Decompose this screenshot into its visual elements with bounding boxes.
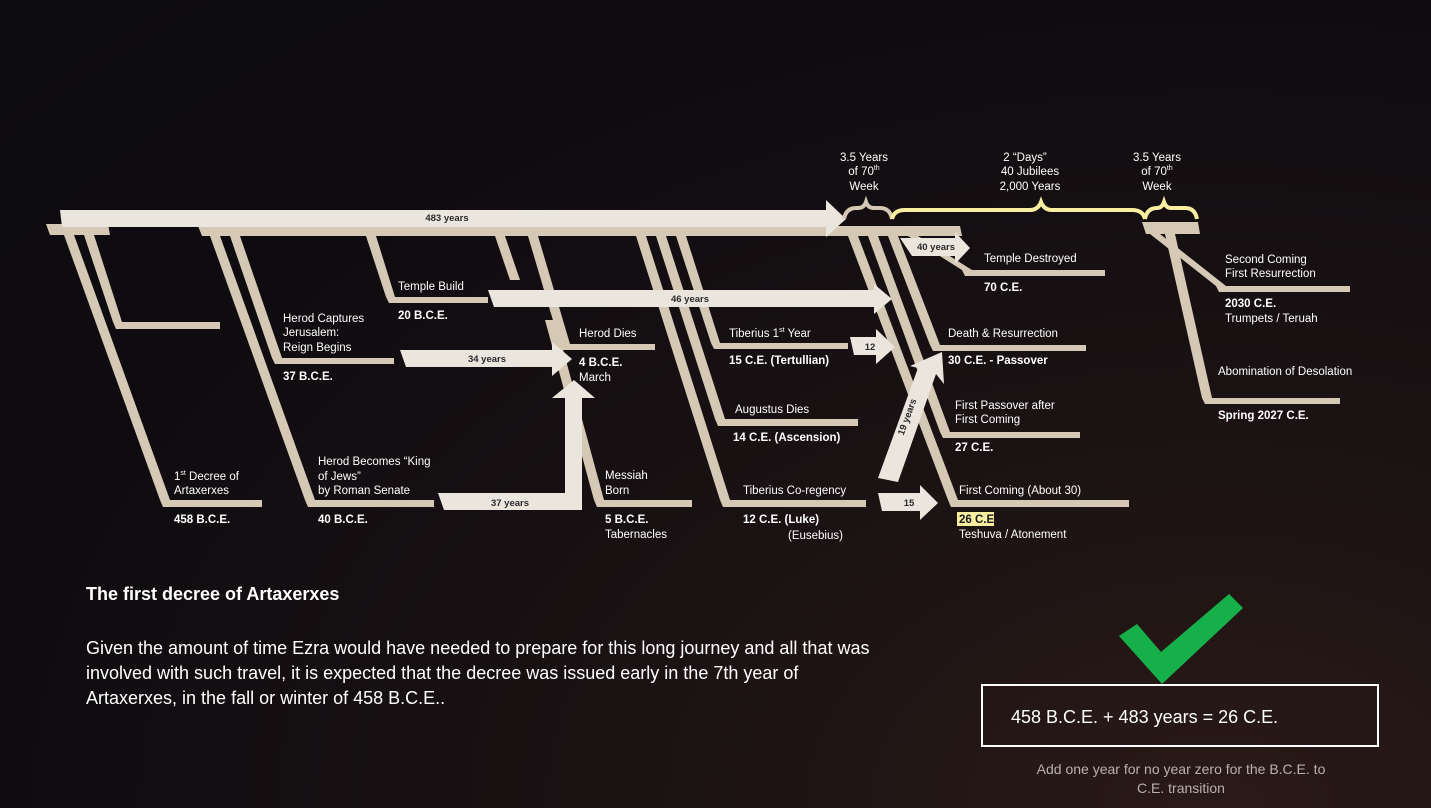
event-captures-label2: Jerusalem: bbox=[283, 327, 339, 339]
event-decree-sup: st bbox=[180, 470, 186, 477]
event-second-coming-label1: Second Coming bbox=[1225, 254, 1307, 266]
arrow-12 bbox=[850, 329, 895, 364]
year-zero-note: Add one year for no year zero for the B.… bbox=[1036, 761, 1326, 796]
bracket-left-line1: 3.5 Years bbox=[840, 152, 888, 164]
bracket-mid-line2: 40 Jubilees bbox=[1001, 166, 1059, 178]
event-passover-date: 27 C.E. bbox=[955, 442, 993, 454]
event-temple-build-label: Temple Build bbox=[398, 281, 464, 293]
event-first-coming-date: 26 C.E. bbox=[959, 514, 997, 526]
arrow-483-label: 483 years bbox=[425, 213, 468, 224]
explanation-paragraph: Given the amount of time Ezra would have… bbox=[86, 638, 870, 708]
bracket-left-sup: th bbox=[874, 165, 880, 172]
event-captures-label3: Reign Begins bbox=[283, 342, 352, 354]
event-passover-label2: First Coming bbox=[955, 414, 1020, 426]
event-herod-dies-label: Herod Dies bbox=[579, 328, 637, 340]
event-augustus-date: 14 C.E. (Ascension) bbox=[733, 432, 841, 444]
event-decree-label1: 1st Decree of bbox=[174, 470, 240, 483]
arrow-37-years bbox=[438, 380, 595, 510]
arrow-37-label: 37 years bbox=[491, 498, 529, 509]
checkmark-icon bbox=[1119, 594, 1243, 684]
bracket-3-5-left bbox=[842, 195, 894, 220]
event-messiah-label1: Messiah bbox=[605, 470, 648, 482]
bracket-right-line1: 3.5 Years bbox=[1133, 152, 1181, 164]
arrow-34-years bbox=[400, 342, 572, 376]
event-king-label3: by Roman Senate bbox=[318, 485, 410, 497]
section-heading: The first decree of Artaxerxes bbox=[86, 584, 340, 604]
bracket-2-days bbox=[890, 196, 1147, 220]
event-messiah-date: 5 B.C.E. bbox=[605, 514, 648, 526]
event-coregency-date2: (Eusebius) bbox=[788, 530, 843, 542]
event-coregency-date: 12 C.E. (Luke) bbox=[743, 514, 819, 526]
event-captures-label1: Herod Captures bbox=[283, 313, 364, 325]
arrow-46-label: 46 years bbox=[671, 294, 709, 305]
arrow-40-years bbox=[900, 232, 970, 264]
event-augustus-label: Augustus Dies bbox=[735, 404, 809, 416]
event-passover-label1: First Passover after bbox=[955, 400, 1055, 412]
bracket-left-line3: Week bbox=[849, 181, 878, 193]
event-decree-date: 458 B.C.E. bbox=[174, 514, 230, 526]
bracket-right-line2: of 70th bbox=[1141, 165, 1173, 178]
bracket-right-line3: Week bbox=[1142, 181, 1171, 193]
event-first-coming-date2: Teshuva / Atonement bbox=[959, 529, 1067, 541]
event-first-coming-label: First Coming (About 30) bbox=[959, 485, 1081, 497]
bracket-right-sup: th bbox=[1167, 165, 1173, 172]
event-messiah-label2: Born bbox=[605, 485, 629, 497]
event-tiberius-sup: st bbox=[779, 327, 785, 334]
event-first-coming-highlight bbox=[957, 512, 994, 526]
event-second-coming-date: 2030 C.E. bbox=[1225, 298, 1276, 310]
event-king-date: 40 B.C.E. bbox=[318, 514, 368, 526]
event-messiah-date2: Tabernacles bbox=[605, 529, 667, 541]
arrow-19-years bbox=[878, 352, 944, 482]
event-decree-label2: Artaxerxes bbox=[174, 485, 229, 497]
bracket-mid-line3: 2,000 Years bbox=[1000, 181, 1061, 193]
event-second-coming-label2: First Resurrection bbox=[1225, 268, 1316, 280]
event-temple-build-date: 20 B.C.E. bbox=[398, 310, 448, 322]
event-king-label2: of Jews” bbox=[318, 471, 361, 483]
equation-box: 458 B.C.E. + 483 years = 26 C.E. bbox=[981, 684, 1379, 747]
event-herod-dies-date2: March bbox=[579, 372, 611, 384]
timeline-beams bbox=[46, 222, 1350, 507]
event-herod-dies-date: 4 B.C.E. bbox=[579, 357, 622, 369]
bracket-left-line2: of 70th bbox=[848, 165, 880, 178]
event-death-date: 30 C.E. - Passover bbox=[948, 355, 1048, 367]
bracket-mid-line1: 2 “Days” bbox=[1003, 152, 1047, 164]
arrow-15 bbox=[878, 485, 938, 520]
event-second-coming-date2: Trumpets / Teruah bbox=[1225, 313, 1318, 325]
arrow-483-years bbox=[60, 200, 846, 237]
event-king-label1: Herod Becomes “King bbox=[318, 456, 431, 468]
event-abomination-label: Abomination of Desolation bbox=[1218, 366, 1352, 378]
timeline-arrows bbox=[60, 200, 970, 520]
event-captures-date: 37 B.C.E. bbox=[283, 371, 333, 383]
event-abomination-date: Spring 2027 C.E. bbox=[1218, 410, 1309, 422]
event-temple-destroyed-label: Temple Destroyed bbox=[984, 253, 1077, 265]
event-temple-destroyed-date: 70 C.E. bbox=[984, 282, 1022, 294]
event-coregency-label: Tiberius Co-regency bbox=[743, 485, 846, 497]
arrow-46-years bbox=[488, 284, 892, 314]
arrow-34-label: 34 years bbox=[468, 354, 506, 365]
event-tiberius-first-date: 15 C.E. (Tertullian) bbox=[729, 355, 829, 367]
equation-text: 458 B.C.E. + 483 years = 26 C.E. bbox=[1011, 707, 1279, 727]
arrow-40-label: 40 years bbox=[917, 242, 955, 253]
event-tiberius-first-label: Tiberius 1st Year bbox=[729, 327, 811, 340]
arrow-12-label: 12 bbox=[865, 342, 876, 353]
arrow-15-label: 15 bbox=[904, 498, 915, 509]
event-death-label: Death & Resurrection bbox=[948, 328, 1058, 340]
bracket-3-5-right bbox=[1143, 195, 1199, 220]
